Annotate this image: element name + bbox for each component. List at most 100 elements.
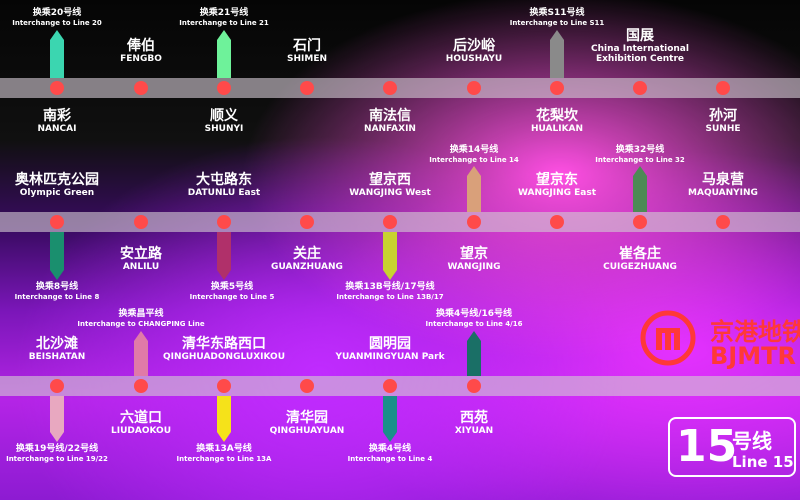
station-dot[interactable] — [383, 379, 397, 393]
interchange-arrow-icon[interactable] — [217, 30, 231, 78]
interchange-label: 换乘13A号线 Interchange to Line 13A — [177, 444, 272, 464]
interchange-label: 换乘14号线 Interchange to Line 14 — [429, 145, 519, 165]
station-name-en: LIUDAOKOU — [110, 426, 172, 436]
interchange-cn: 换乘4号线 — [368, 444, 412, 454]
station-name-cn: 国展 — [626, 28, 654, 44]
station-dot[interactable] — [467, 215, 481, 229]
station-name-en: XIYUAN — [454, 426, 494, 436]
interchange-cn: 换乘昌平线 — [118, 309, 164, 319]
station-dot[interactable] — [217, 215, 231, 229]
station-name-en: NANFAXIN — [364, 124, 416, 134]
station-dot[interactable] — [134, 379, 148, 393]
station-name-cn: 石门 — [293, 38, 321, 54]
logo-text-en: BJMTR — [710, 342, 796, 370]
station-dot[interactable] — [467, 379, 481, 393]
interchange-arrow-icon[interactable] — [550, 30, 564, 78]
station-label: 花梨坎 HUALIKAN — [531, 108, 583, 134]
interchange-en: Interchange to Line 13B/17 — [336, 293, 444, 301]
station-dot[interactable] — [383, 81, 397, 95]
interchange-cn: 换乘19号线/22号线 — [15, 444, 99, 454]
station-name-cn: 望京东 — [535, 172, 578, 188]
station-label: 南法信 NANFAXIN — [364, 108, 416, 134]
interchange-arrow-icon[interactable] — [50, 30, 64, 78]
interchange-arrow-icon[interactable] — [467, 166, 481, 212]
interchange-cn: 换乘S11号线 — [529, 8, 585, 18]
station-name-cn: 望京西 — [369, 172, 411, 188]
line-badge: 15 号线 Line 15 — [668, 417, 796, 477]
station-name-cn: 关庄 — [292, 246, 321, 262]
station-dot[interactable] — [633, 215, 647, 229]
station-name-cn: 孙河 — [708, 108, 737, 124]
station-label: 安立路 ANLILU — [120, 246, 162, 272]
interchange-cn: 换乘32号线 — [615, 145, 665, 155]
line-suffix-cn: 号线 — [732, 429, 772, 453]
interchange-en: Interchange to CHANGPING Line — [77, 320, 205, 328]
station-label: 俸伯 FENGBO — [120, 38, 162, 64]
station-dot[interactable] — [550, 215, 564, 229]
interchange-label: 换乘21号线 Interchange to Line 21 — [179, 8, 269, 28]
station-name-cn: 南彩 — [42, 108, 71, 124]
station-dot[interactable] — [50, 81, 64, 95]
station-dot[interactable] — [300, 81, 314, 95]
station-label: 关庄 GUANZHUANG — [271, 246, 343, 272]
station-name-en: QINGHUAYUAN — [269, 426, 345, 436]
interchange-cn: 换乘5号线 — [210, 282, 254, 292]
interchange-en: Interchange to Line 21 — [179, 19, 269, 27]
station-dot[interactable] — [217, 379, 231, 393]
interchange-arrow-icon[interactable] — [217, 396, 231, 442]
station-dot[interactable] — [550, 81, 564, 95]
station-label: 清华东路西口 QINGHUADONGLUXIKOU — [163, 336, 285, 362]
station-label: 国展 China International Exhibition Centre — [585, 28, 695, 64]
station-name-cn: 清华东路西口 — [182, 336, 266, 352]
station-name-en: Olympic Green — [19, 188, 95, 198]
interchange-arrow-icon[interactable] — [633, 166, 647, 212]
station-dot[interactable] — [300, 379, 314, 393]
interchange-label: 换乘20号线 Interchange to Line 20 — [12, 8, 102, 28]
interchange-en: Interchange to Line 4 — [347, 455, 433, 463]
station-dot[interactable] — [716, 81, 730, 95]
station-dot[interactable] — [50, 379, 64, 393]
interchange-arrow-icon[interactable] — [50, 396, 64, 442]
station-dot[interactable] — [134, 215, 148, 229]
station-label: 后沙峪 HOUSHAYU — [446, 38, 502, 64]
interchange-en: Interchange to Line 13A — [176, 455, 272, 463]
station-dot[interactable] — [633, 81, 647, 95]
station-dot[interactable] — [134, 81, 148, 95]
station-dot[interactable] — [383, 215, 397, 229]
station-name-cn: 南法信 — [369, 108, 411, 124]
interchange-arrow-icon[interactable] — [467, 331, 481, 376]
station-label: 北沙滩 BEISHATAN — [29, 336, 86, 362]
interchange-arrow-icon[interactable] — [217, 232, 231, 280]
station-name-cn: 六道口 — [119, 410, 162, 426]
station-dot[interactable] — [217, 81, 231, 95]
interchange-cn: 换乘21号线 — [199, 8, 249, 18]
station-label: 望京 WANGJING — [447, 246, 500, 272]
station-name-en: NANCAI — [37, 124, 77, 134]
interchange-label: 换乘4号线 Interchange to Line 4 — [348, 444, 433, 464]
station-dot[interactable] — [467, 81, 481, 95]
interchange-arrow-icon[interactable] — [134, 331, 148, 376]
station-name-en: HOUSHAYU — [445, 54, 503, 64]
station-label: 望京东 WANGJING East — [518, 172, 596, 198]
station-dot[interactable] — [300, 215, 314, 229]
station-name-en: SHUNYI — [204, 124, 244, 134]
interchange-arrow-icon[interactable] — [383, 396, 397, 442]
station-label: 崔各庄 CUIGEZHUANG — [603, 246, 677, 272]
station-dot[interactable] — [716, 215, 730, 229]
interchange-arrow-icon[interactable] — [383, 232, 397, 280]
station-label: 清华园 QINGHUAYUAN — [270, 410, 345, 436]
station-name-cn: 西苑 — [460, 410, 488, 426]
interchange-label: 换乘昌平线 Interchange to CHANGPING Line — [77, 309, 204, 329]
station-name-en: QINGHUADONGLUXIKOU — [162, 352, 286, 362]
interchange-cn: 换乘8号线 — [35, 282, 79, 292]
station-label: 孙河 SUNHE — [705, 108, 740, 134]
interchange-cn: 换乘20号线 — [32, 8, 82, 18]
station-label: 顺义 SHUNYI — [205, 108, 244, 134]
line-name-en: Line 15 — [732, 453, 794, 471]
interchange-arrow-icon[interactable] — [50, 232, 64, 280]
bjmtr-logo-icon — [640, 310, 696, 366]
interchange-label: 换乘S11号线 Interchange to Line S11 — [510, 8, 605, 28]
station-label: 圆明园 YUANMINGYUAN Park — [335, 336, 444, 362]
station-dot[interactable] — [50, 215, 64, 229]
